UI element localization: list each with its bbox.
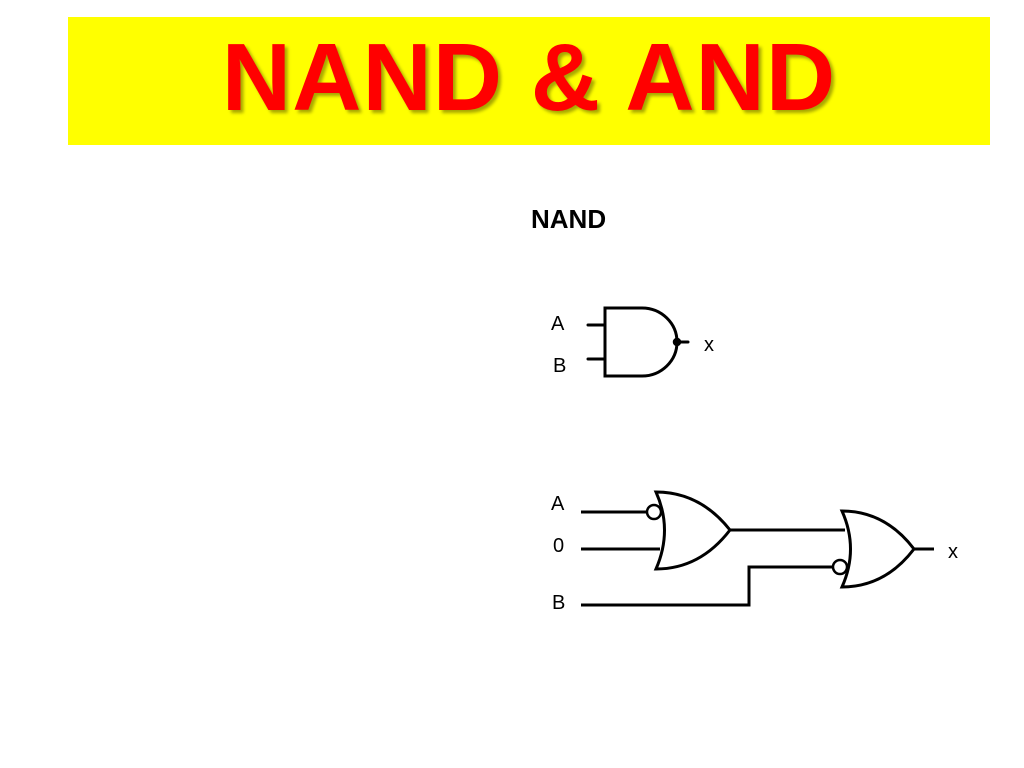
nand-input-b-label: B bbox=[553, 355, 566, 377]
circuit-input-zero-label: 0 bbox=[553, 535, 564, 557]
or-gate-2-body bbox=[839, 509, 916, 589]
circuit-input-b-wire bbox=[581, 565, 833, 607]
circuit-output-label: x bbox=[948, 541, 958, 563]
title-banner: NAND & AND bbox=[68, 17, 990, 145]
nand-gate-body bbox=[603, 306, 679, 378]
or-gate-1-input-a-bubble bbox=[645, 503, 663, 521]
equivalent-circuit bbox=[581, 490, 934, 607]
circuit-input-a-label: A bbox=[551, 493, 565, 515]
or-gate-1-body bbox=[653, 490, 732, 571]
nand-heading: NAND bbox=[531, 204, 607, 234]
or-gate-2-input-b-bubble bbox=[831, 558, 849, 576]
nand-bubble bbox=[672, 337, 682, 347]
circuit-input-b-label: B bbox=[552, 592, 565, 614]
nand-output-label: x bbox=[704, 334, 714, 356]
slide-title: NAND & AND bbox=[221, 24, 837, 131]
nand-input-a-label: A bbox=[551, 313, 565, 335]
